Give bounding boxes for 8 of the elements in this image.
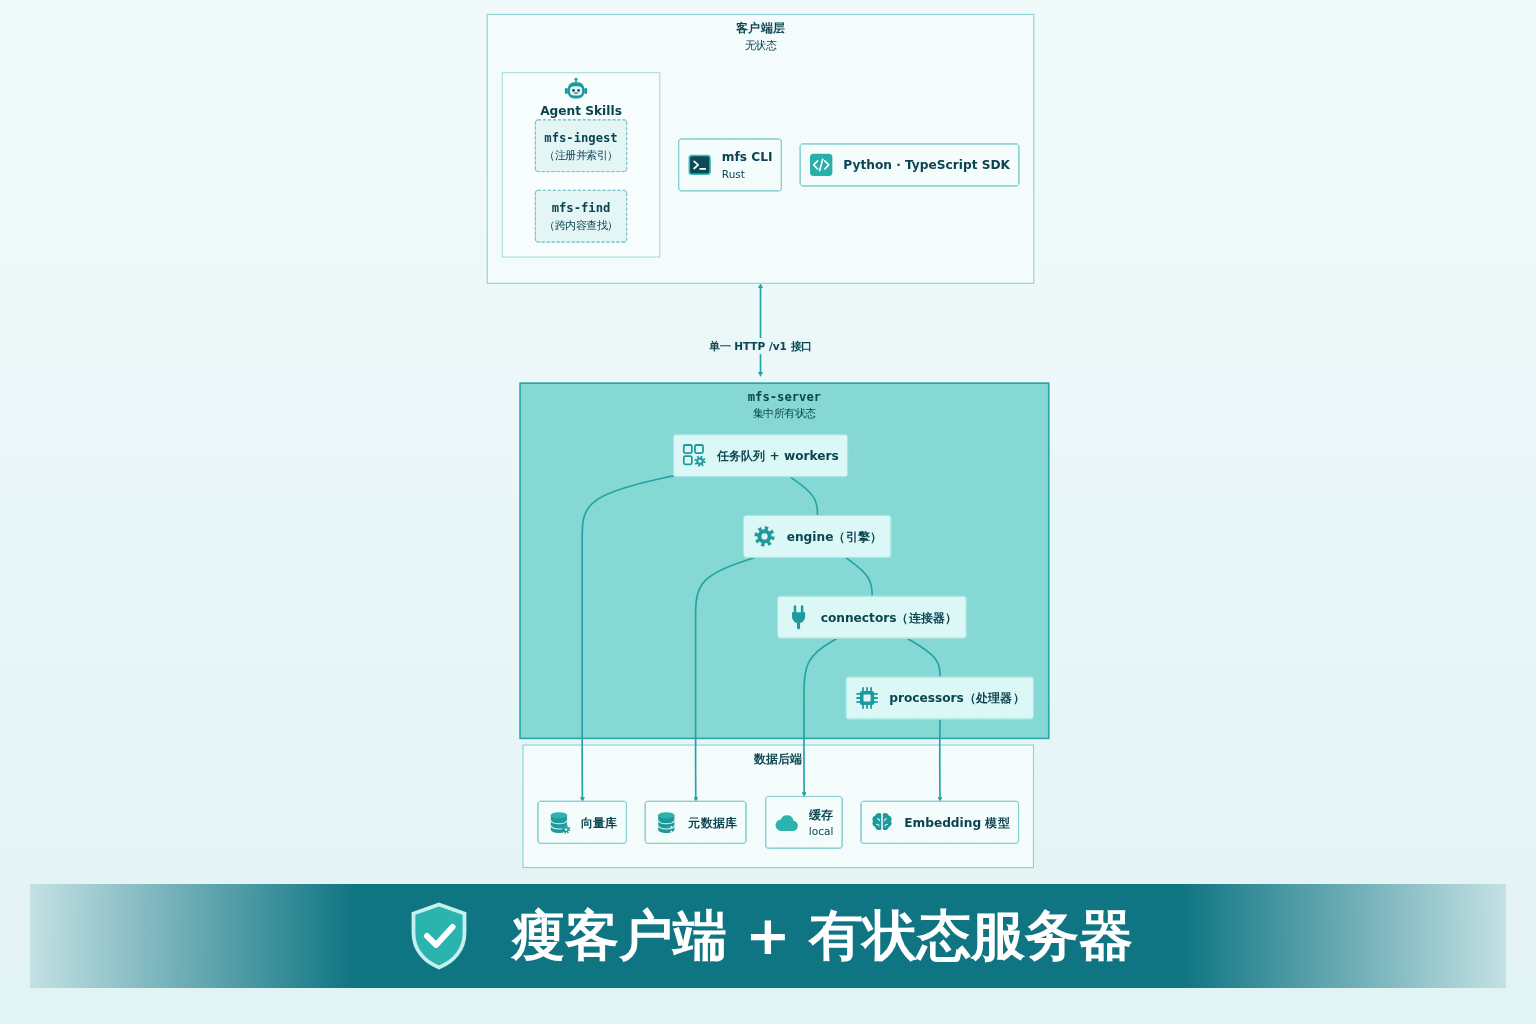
arrow <box>937 718 943 802</box>
connector <box>845 556 873 598</box>
edge-label: 单一 HTTP /v1 接口 <box>709 339 812 352</box>
arrow <box>693 556 756 802</box>
arrow <box>801 637 838 797</box>
arrow <box>579 474 675 802</box>
caption-text: 瘦客户端 + 有状态服务器 <box>510 902 1134 969</box>
connector <box>789 476 819 517</box>
